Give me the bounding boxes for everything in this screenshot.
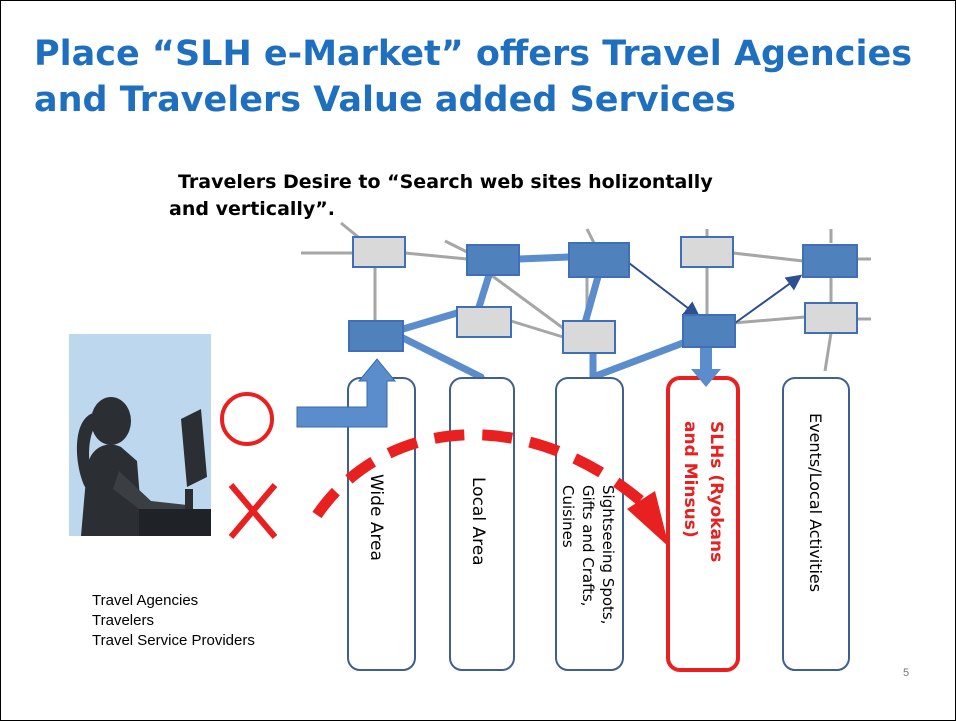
- node-dark: [348, 320, 404, 352]
- dashed-arrow: [312, 429, 645, 519]
- column-label-sightseeing: Sightseeing Spots, Gifts and Crafts, Cui…: [559, 485, 617, 625]
- node-light: [352, 236, 406, 268]
- user-type-travelers: Travelers: [92, 612, 154, 629]
- circle-ok-icon: [220, 392, 274, 446]
- column-sightseeing: [555, 377, 624, 671]
- slide-title: Place “SLH e-Market” offers Travel Agenc…: [34, 31, 934, 123]
- node-dark: [682, 314, 736, 348]
- node-dark: [466, 244, 520, 276]
- user-type-travel-agencies: Travel Agencies: [92, 592, 199, 609]
- down-arrow-to-slhs: [691, 331, 721, 387]
- node-light: [456, 306, 512, 338]
- node-light: [804, 302, 858, 334]
- title-line-2: and Travelers Value added Services: [34, 80, 736, 120]
- user-type-service-providers: Travel Service Providers: [92, 632, 255, 649]
- network-nodes: [348, 236, 858, 354]
- column-local-area: [449, 377, 515, 671]
- subtitle-line-2: and vertically”.: [169, 198, 335, 220]
- column-events: [782, 377, 850, 671]
- category-columns: [347, 376, 850, 672]
- title-line-1: Place “SLH e-Market” offers Travel Agenc…: [34, 34, 913, 74]
- node-dark: [568, 242, 630, 278]
- navy-arrows: [628, 262, 803, 324]
- node-dark: [802, 244, 858, 278]
- column-label-slhs: SLHs (Ryokans and Minsus): [680, 421, 726, 563]
- cross-ng-icon: [228, 483, 278, 539]
- dashed-arrow-head: [627, 491, 669, 547]
- subtitle-line-1: Travelers Desire to “Search web sites ho…: [178, 171, 713, 193]
- blue-connectors: [397, 253, 687, 381]
- node-light: [680, 236, 734, 268]
- node-light: [562, 320, 616, 354]
- column-label-local-area: Local Area: [468, 477, 488, 566]
- subtitle: Travelers Desire to “Search web sites ho…: [169, 169, 849, 223]
- page-number: 5: [903, 667, 910, 679]
- user-type-list: Travel Agencies Travelers Travel Service…: [92, 591, 255, 651]
- column-label-wide-area: Wide Area: [366, 474, 386, 561]
- l-arrow-to-wide-area: [296, 358, 397, 428]
- silhouette-user-at-computer-icon: [69, 334, 211, 536]
- column-label-events: Events/Local Activities: [806, 413, 825, 593]
